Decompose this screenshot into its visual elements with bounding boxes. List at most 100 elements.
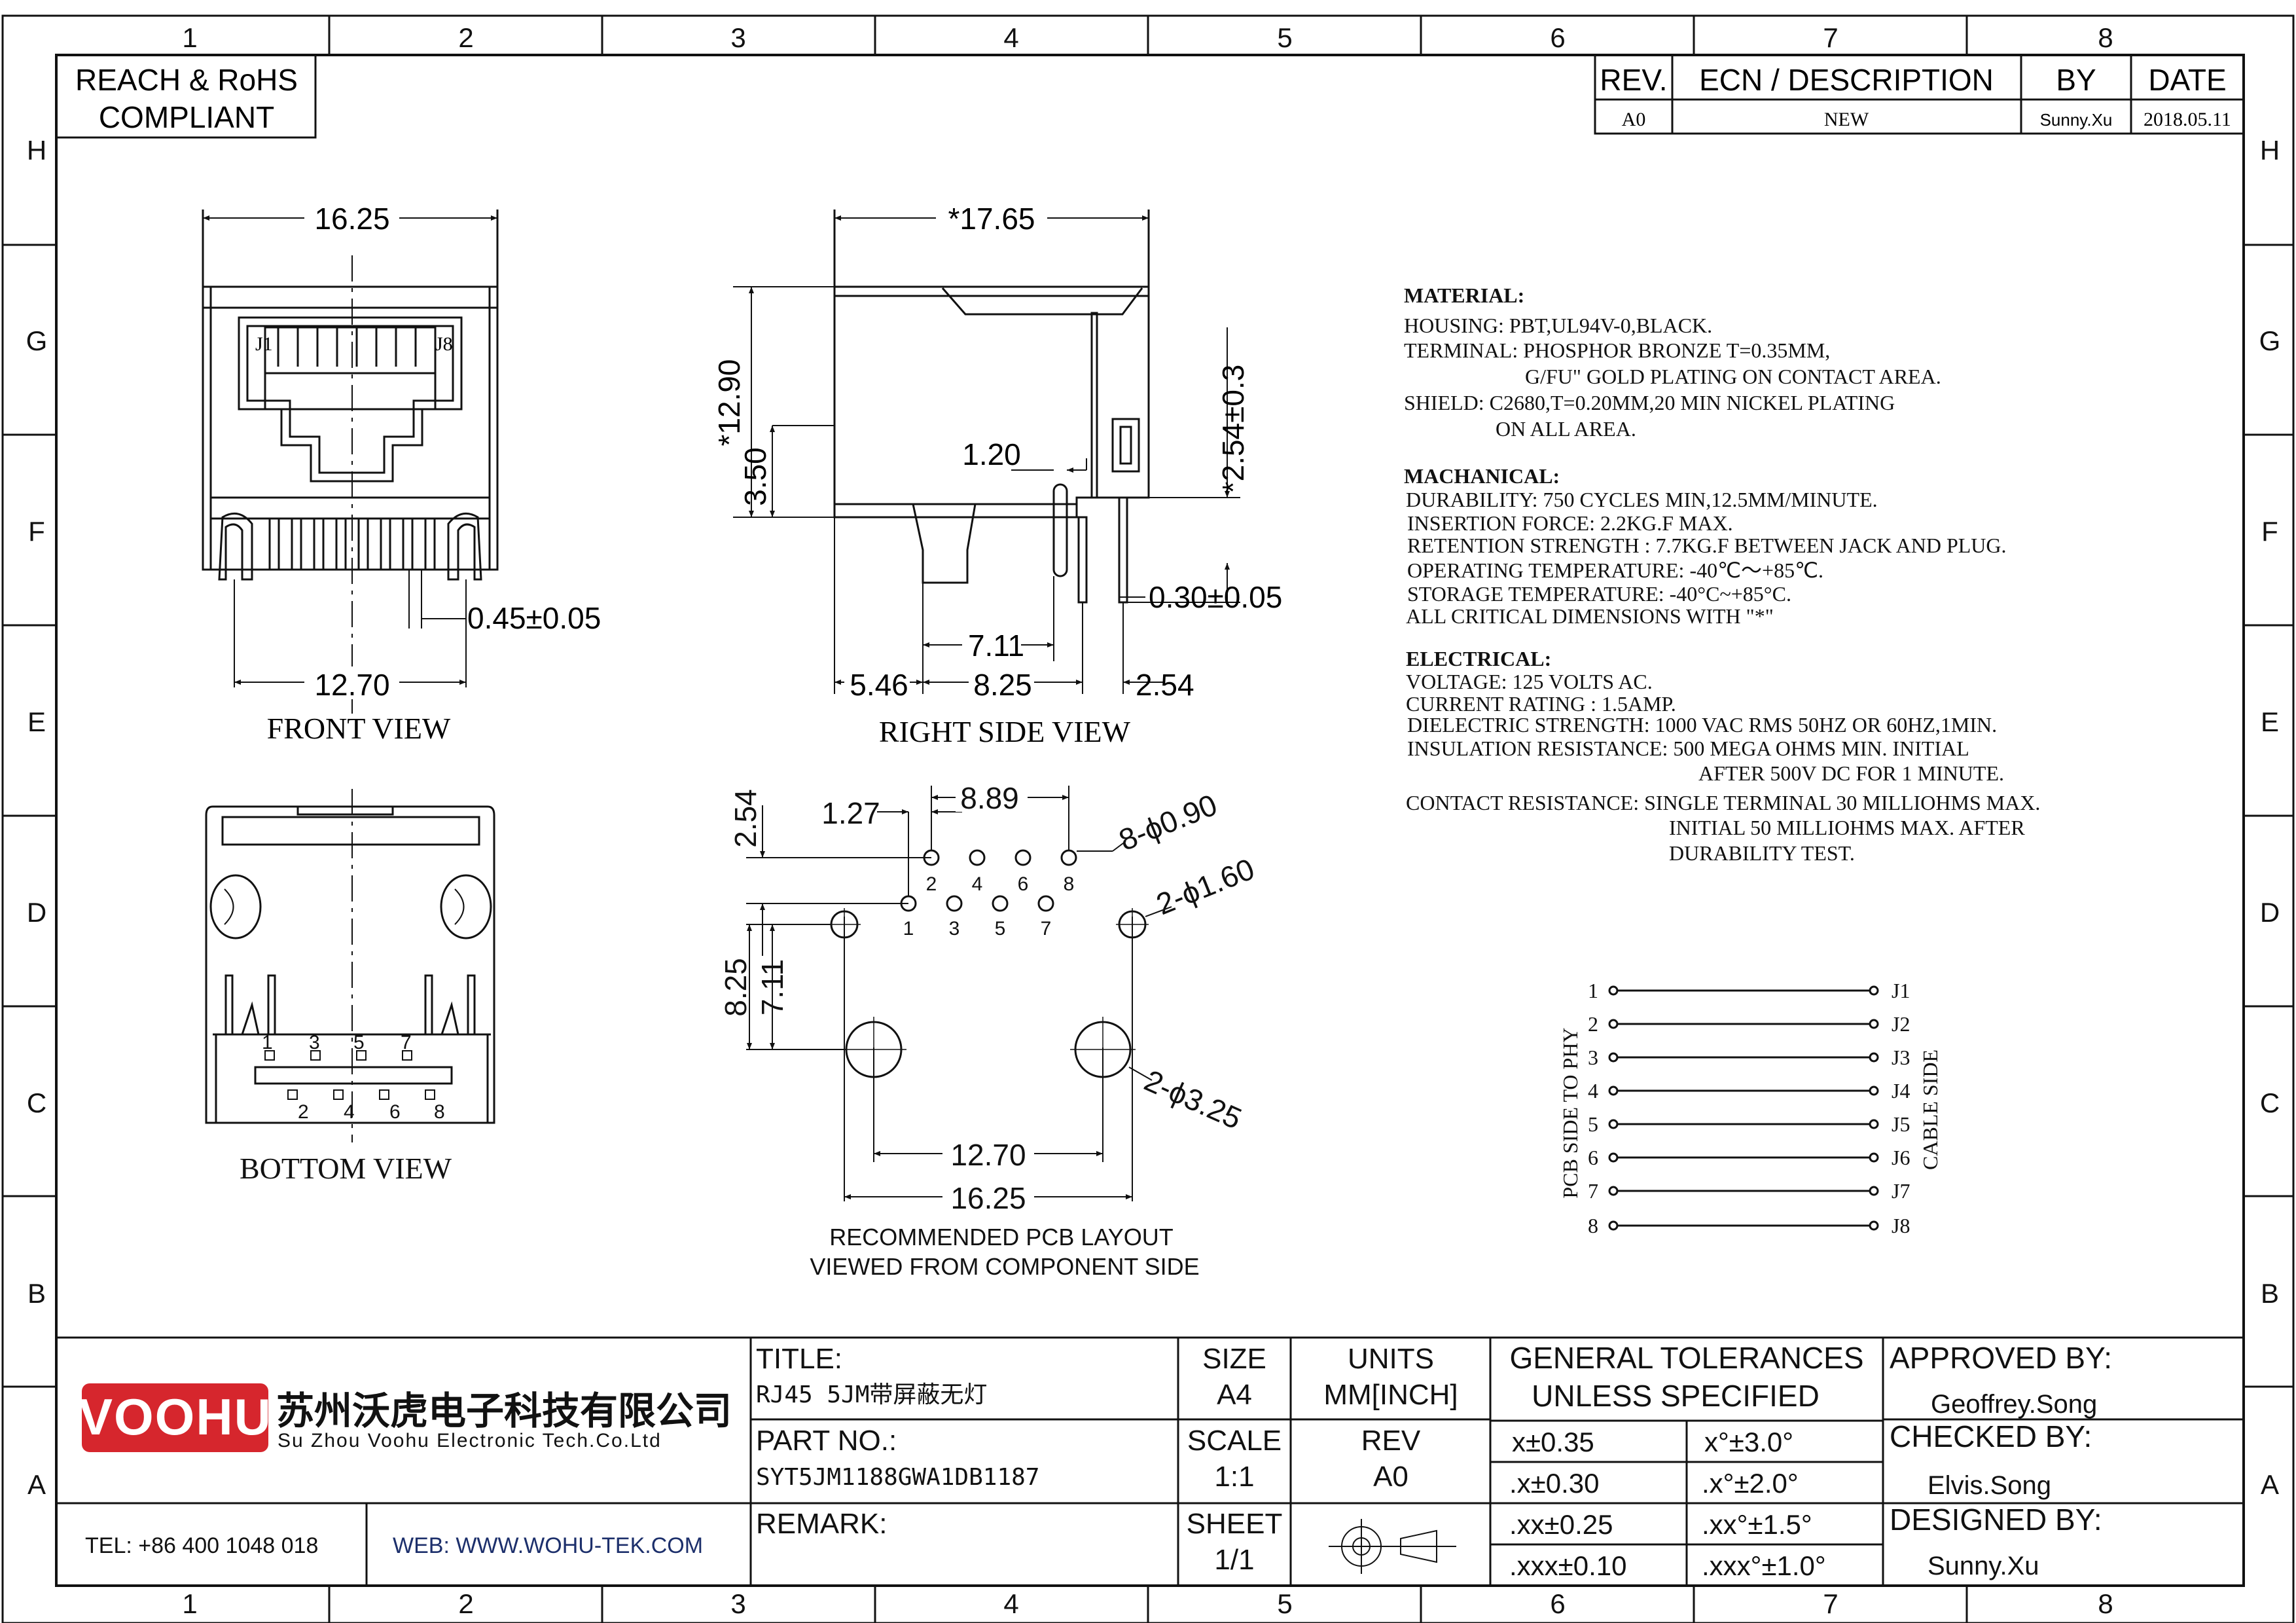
title-value: RJ45 5JM带屏蔽无灯 [756, 1381, 987, 1408]
units-label: UNITS [1348, 1343, 1434, 1375]
schematic-left-pin: 7 [1588, 1179, 1598, 1203]
pcb-pin-lower: 1 [903, 918, 914, 939]
approved-value: Geoffrey.Song [1931, 1390, 2097, 1419]
tolerance-angular: .xxx°±1.0° [1702, 1550, 1826, 1581]
spec-mechanical-line: OPERATING TEMPERATURE: -40℃～+85℃. [1407, 558, 1823, 582]
pcb-dim-1270: 12.70 [950, 1138, 1026, 1172]
rev-value-date: 2018.05.11 [2144, 109, 2231, 130]
tolerance-label-1: GENERAL TOLERANCES [1509, 1341, 1863, 1375]
rev-value: A0 [1373, 1461, 1408, 1493]
zone-col-bottom: 2 [458, 1588, 473, 1619]
partno-label: PART NO.: [756, 1425, 897, 1457]
zone-col-top: 5 [1277, 22, 1292, 53]
title-block-grid [56, 1336, 2244, 1586]
zone-col-bottom: 6 [1550, 1588, 1565, 1619]
spec-material-line: G/FU" GOLD PLATING ON CONTACT AREA. [1525, 365, 1941, 388]
title-block-fields: TITLE: RJ45 5JM带屏蔽无灯 PART NO.: SYT5JM118… [756, 1341, 2112, 1581]
tolerance-linear: x±0.35 [1512, 1427, 1594, 1457]
schematic-right-pin: J5 [1892, 1112, 1910, 1136]
spec-material-line: SHIELD: C2680,T=0.20MM,20 MIN NICKEL PLA… [1404, 391, 1895, 414]
spec-mechanical-line: INSERTION FORCE: 2.2KG.F MAX. [1407, 511, 1733, 535]
bottom-pin-bottom: 6 [389, 1101, 401, 1123]
bottom-view [205, 789, 495, 1142]
bottom-pin-top: 3 [309, 1032, 320, 1053]
spec-mechanical-line: STORAGE TEMPERATURE: -40°C~+85°C. [1407, 582, 1791, 606]
revision-table: REV. ECN / DESCRIPTION BY DATE A0 NEW Su… [1594, 54, 2245, 135]
tolerance-label-2: UNLESS SPECIFIED [1532, 1379, 1820, 1413]
right-dim-350: 3.50 [738, 447, 772, 506]
pcb-dim-825: 8.25 [719, 958, 753, 1017]
spec-electrical-line: INITIAL 50 MILLIOHMS MAX. AFTER [1669, 816, 2025, 839]
bottom-view-text: 1 3 5 7 2 4 6 8 BOTTOM VIEW [240, 1032, 452, 1185]
zone-col-top: 7 [1823, 22, 1838, 53]
schematic-right-pin: J7 [1892, 1179, 1910, 1203]
pcb-dim-254: 2.54 [728, 789, 762, 848]
rev-header-by: BY [2056, 63, 2096, 97]
zone-col-top: 4 [1003, 22, 1018, 53]
compliance-line-1: REACH & RoHS [75, 63, 298, 97]
bottom-pin-top: 5 [353, 1032, 365, 1053]
scale-label: SCALE [1187, 1425, 1282, 1457]
front-view [202, 210, 499, 714]
front-dim-pitch: 12.70 [314, 668, 389, 702]
tolerance-angular: .x°±2.0° [1702, 1468, 1799, 1499]
zone-row-right: B [2261, 1278, 2279, 1309]
pcb-dim-1625: 16.25 [950, 1181, 1026, 1215]
partno-value: SYT5JM1188GWA1DB1187 [756, 1464, 1039, 1491]
front-dim-width: 16.25 [314, 202, 389, 236]
zone-col-top: 6 [1550, 22, 1565, 53]
front-pins [268, 517, 436, 571]
approved-label: APPROVED BY: [1890, 1341, 2112, 1375]
pcb-dim-889: 8.89 [960, 781, 1019, 815]
pcb-hole-mid: 2-ϕ1.60 [1151, 852, 1259, 922]
contact-web: WEB: WWW.WOHU-TEK.COM [393, 1533, 703, 1558]
zone-col-top: 2 [458, 22, 473, 53]
pin-schematic-text: 1 2 3 4 5 6 7 8 J1 J2 J3 J4 J5 J6 J7 J8 … [1558, 979, 1942, 1237]
zone-col-bottom: 1 [182, 1588, 197, 1619]
spec-material-line: HOUSING: PBT,UL94V-0,BLACK. [1404, 314, 1712, 337]
schematic-right-pin: J2 [1892, 1012, 1910, 1036]
bottom-pin-pads [264, 1050, 435, 1100]
pcb-label-2: VIEWED FROM COMPONENT SIDE [810, 1253, 1199, 1280]
contact-tel: TEL: +86 400 1048 018 [85, 1533, 318, 1558]
company-logo: VOOHU 苏州沃虎电子科技有限公司 Su Zhou Voohu Electro… [79, 1383, 732, 1452]
spec-electrical-line: CONTACT RESISTANCE: SINGLE TERMINAL 30 M… [1406, 791, 2040, 814]
rev-header-description: ECN / DESCRIPTION [1699, 63, 1994, 97]
units-value: MM[INCH] [1323, 1379, 1458, 1411]
zone-col-bottom: 8 [2098, 1588, 2113, 1619]
checked-value: Elvis.Song [1928, 1471, 2051, 1500]
zone-row-left: A [27, 1469, 46, 1500]
zone-col-bottom: 3 [730, 1588, 745, 1619]
pcb-dim-711: 7.11 [755, 959, 789, 1015]
pcb-pin-lower: 3 [949, 918, 960, 939]
checked-label: CHECKED BY: [1890, 1419, 2092, 1453]
zone-row-right: D [2260, 897, 2280, 928]
spec-mechanical-title: MACHANICAL: [1404, 464, 1560, 488]
scale-value: 1:1 [1214, 1461, 1254, 1493]
right-side-view [733, 210, 1240, 694]
designed-value: Sunny.Xu [1928, 1552, 2039, 1580]
zone-row-right: A [2261, 1469, 2279, 1500]
rev-value-rev: A0 [1622, 109, 1646, 130]
spec-electrical-line: VOLTAGE: 125 VOLTS AC. [1406, 670, 1653, 693]
zone-col-top: 1 [182, 22, 197, 53]
pcb-label-1: RECOMMENDED PCB LAYOUT [829, 1224, 1173, 1250]
spec-mechanical-line: DURABILITY: 750 CYCLES MIN,12.5MM/MINUTE… [1406, 488, 1878, 511]
spec-electrical-line: AFTER 500V DC FOR 1 MINUTE. [1698, 761, 2004, 785]
sheet-frame [1, 14, 2295, 1623]
zone-row-left: E [27, 706, 46, 737]
schematic-left-pin: 8 [1588, 1214, 1598, 1237]
spec-electrical-title: ELECTRICAL: [1406, 647, 1551, 670]
tolerance-linear: .x±0.30 [1509, 1468, 1599, 1499]
zone-row-left: B [27, 1278, 46, 1309]
zone-row-right: G [2259, 325, 2281, 356]
schematic-left-pin: 2 [1588, 1012, 1598, 1036]
spec-material-line: TERMINAL: PHOSPHOR BRONZE T=0.35MM, [1404, 338, 1830, 362]
spec-electrical-line: DIELECTRIC STRENGTH: 1000 VAC RMS 50HZ O… [1407, 713, 1997, 737]
schematic-right-pin: J6 [1892, 1146, 1910, 1169]
schematic-right-pin: J1 [1892, 979, 1910, 1002]
size-label: SIZE [1202, 1343, 1266, 1375]
compliance-box: REACH & RoHS COMPLIANT [55, 54, 317, 139]
zone-row-left: D [27, 897, 46, 928]
